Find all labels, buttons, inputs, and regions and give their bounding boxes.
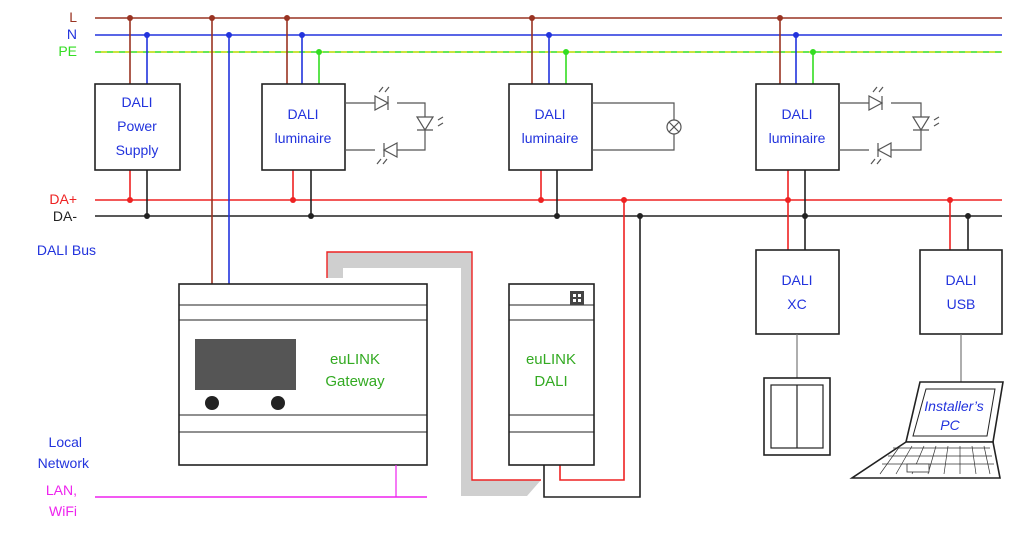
gateway-display	[195, 339, 296, 390]
lamp-load	[592, 102, 682, 151]
power-supply-line3: Supply	[116, 142, 159, 158]
laptop-icon	[849, 381, 1004, 479]
power-supply-line2: Power	[117, 118, 157, 134]
dali-usb-line2: USB	[947, 296, 976, 312]
junction-dots-N	[144, 32, 799, 38]
gateway-line2: Gateway	[325, 373, 385, 390]
power-supply-line1: DALI	[121, 94, 152, 110]
eulink-dali-daplus	[559, 200, 625, 481]
dali-usb-line1: DALI	[945, 272, 976, 288]
junction-dots-daminus	[144, 213, 971, 219]
eulink-dali-line2: DALI	[534, 373, 567, 390]
label-L: L	[69, 9, 77, 25]
label-dali-bus: DALI Bus	[37, 242, 96, 258]
luminaire-1-line2: luminaire	[275, 130, 332, 146]
label-da-minus: DA-	[53, 208, 77, 224]
wall-switch-icon	[763, 377, 831, 456]
luminaire-3-box	[755, 83, 840, 171]
label-da-plus: DA+	[49, 191, 77, 207]
gateway-cable-edge	[326, 251, 541, 481]
junction-dots-daplus	[127, 197, 953, 203]
eulink-gateway	[178, 283, 428, 466]
luminaire-3-line1: DALI	[781, 106, 812, 122]
eulink-dali-daminus	[543, 216, 641, 498]
power-supply-box	[94, 83, 181, 171]
dali-xc-box	[755, 249, 840, 335]
luminaire-2-line2: luminaire	[522, 130, 579, 146]
label-lan-2: WiFi	[49, 503, 77, 519]
luminaire-3-line2: luminaire	[769, 130, 826, 146]
label-PE: PE	[58, 43, 77, 59]
eulink-dali	[508, 283, 595, 466]
luminaire-1-line1: DALI	[287, 106, 318, 122]
junction-dots	[127, 15, 783, 21]
luminaire-2-box	[508, 83, 593, 171]
luminaire-1-box	[261, 83, 346, 171]
gateway-button-right	[271, 396, 285, 410]
label-N: N	[67, 26, 77, 42]
gateway-line1: euLINK	[330, 351, 380, 368]
luminaire-2-line1: DALI	[534, 106, 565, 122]
eulink-dali-line1: euLINK	[526, 351, 576, 368]
label-lan-1: LAN,	[46, 482, 77, 498]
dali-xc-line2: XC	[787, 296, 806, 312]
gateway-button-left	[205, 396, 219, 410]
label-local-1: Local	[49, 434, 82, 450]
dali-xc-line1: DALI	[781, 272, 812, 288]
led-load-3	[839, 86, 940, 165]
pc-line1: Installer’s	[924, 398, 983, 414]
eulink-dali-connector	[570, 291, 584, 305]
junction-dots-PE	[316, 49, 816, 55]
led-load-1	[345, 86, 444, 165]
dali-usb-box	[919, 249, 1003, 335]
label-local-2: Network	[38, 455, 90, 471]
pc-line2: PC	[940, 417, 960, 433]
